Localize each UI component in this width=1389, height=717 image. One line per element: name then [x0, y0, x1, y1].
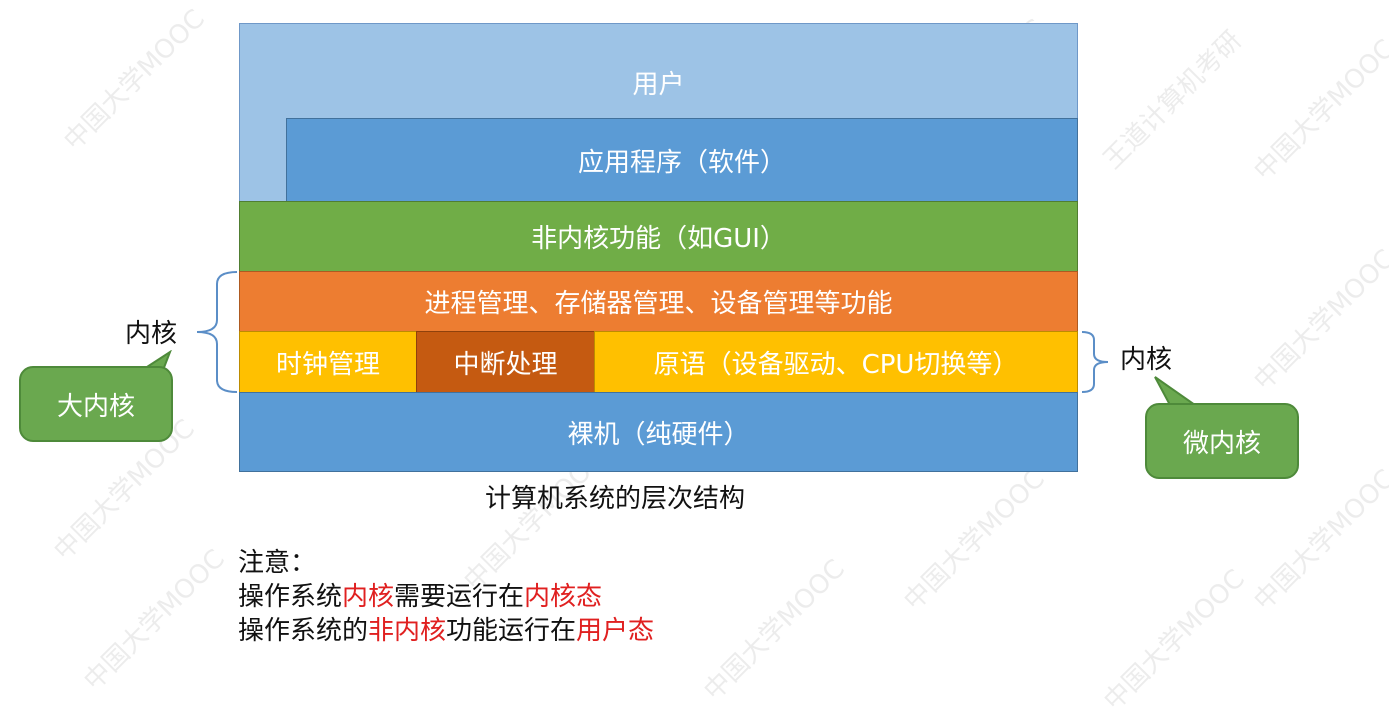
primitives-layer: 原语（设备驱动、CPU切换等）	[594, 331, 1078, 393]
note-line-1-part-4: 内核态	[524, 582, 603, 612]
non-kernel-layer: 非内核功能（如GUI）	[239, 201, 1078, 272]
app-layer: 应用程序（软件）	[286, 118, 1078, 202]
right-kernel-label: 内核	[1120, 345, 1173, 375]
note-line-2-part-1: 操作系统的	[238, 616, 369, 646]
left-brace	[196, 271, 238, 393]
note-line-1-part-2: 内核	[342, 582, 395, 612]
right-brace	[1081, 331, 1109, 393]
clock-layer: 时钟管理	[239, 331, 417, 393]
watermark: 中国大学MOOC	[1248, 34, 1389, 187]
non-kernel-label: 非内核功能（如GUI）	[531, 224, 786, 254]
management-label: 进程管理、存储器管理、设备管理等功能	[424, 289, 893, 319]
interrupt-layer: 中断处理	[416, 331, 595, 393]
left-kernel-label: 内核	[125, 319, 178, 349]
watermark: 中国大学MOOC	[1098, 564, 1251, 717]
interrupt-label: 中断处理	[453, 349, 558, 380]
note-line-2: 操作系统的非内核功能运行在用户态	[238, 614, 654, 648]
diagram-caption: 计算机系统的层次结构	[485, 484, 746, 514]
watermark: 中国大学MOOC	[898, 464, 1051, 617]
watermark: 中国大学MOOC	[1248, 244, 1389, 397]
user-label: 用户	[632, 70, 685, 100]
watermark: 王道计算机考研	[1097, 25, 1248, 176]
watermark: 中国大学MOOC	[58, 4, 211, 157]
primitives-label: 原语（设备驱动、CPU切换等）	[653, 349, 1019, 380]
macro-kernel-callout: 大内核	[19, 366, 173, 442]
note-line-2-part-2: 非内核	[368, 616, 447, 646]
note-line-1: 操作系统内核需要运行在内核态	[238, 580, 602, 614]
note-title: 注意：	[238, 548, 317, 578]
note-line-2-part-3: 功能运行在	[446, 616, 577, 646]
note-line-1-part-3: 需要运行在	[394, 582, 525, 612]
watermark: 中国大学MOOC	[1248, 464, 1389, 617]
micro-kernel-callout: 微内核	[1145, 403, 1299, 479]
app-label: 应用程序（软件）	[577, 147, 786, 178]
micro-kernel-text: 微内核	[1182, 428, 1261, 459]
macro-kernel-text: 大内核	[56, 391, 135, 422]
note-line-1-part-1: 操作系统	[238, 582, 343, 612]
clock-label: 时钟管理	[275, 349, 380, 380]
management-layer: 进程管理、存储器管理、设备管理等功能	[239, 271, 1078, 332]
bare-machine-layer: 裸机（纯硬件）	[239, 392, 1078, 472]
note-line-2-part-4: 用户态	[576, 616, 655, 646]
bare-machine-label: 裸机（纯硬件）	[567, 419, 750, 450]
watermark: 中国大学MOOC	[78, 544, 231, 697]
